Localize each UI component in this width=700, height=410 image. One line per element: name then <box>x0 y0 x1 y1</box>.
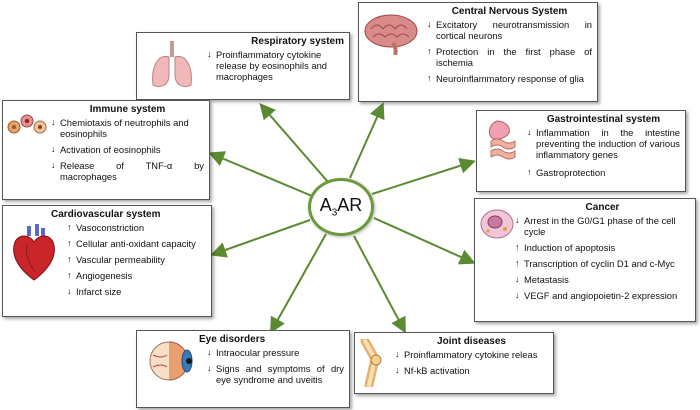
box-eye-disorders: Eye disorders ↓Intraocular pressure ↓Sig… <box>136 330 350 408</box>
arrow-to-respiratory <box>259 102 329 183</box>
direction-arrow: ↑ <box>427 73 432 83</box>
cardio-title: Cardiovascular system <box>51 209 161 220</box>
box-gastrointestinal-system: Gastrointestinal system ↓Inflammation in… <box>476 110 686 192</box>
list-item: ↓Proinflammatory cytokine release by eos… <box>207 49 328 82</box>
immune-effects-list: ↓Chemiotaxis of neutrophils and eosinoph… <box>51 117 204 182</box>
direction-arrow: ↓ <box>51 117 56 127</box>
list-item: ↓Activation of eosinophils <box>51 144 161 155</box>
cns-effects-list: ↓Excitatory neurotransmission in cortica… <box>427 19 592 84</box>
box-joint-diseases: Joint diseases ↓Proinflammatory cytokine… <box>354 332 554 394</box>
arrow-to-immune <box>208 151 313 197</box>
list-item: ↓Release of TNF-α by macrophages <box>51 160 204 182</box>
arrow-to-cancer <box>373 217 476 265</box>
box-respiratory-system: Respiratory system ↓Proinflammatory cyto… <box>136 32 350 100</box>
list-item: ↓Inflammation in the intestine preventin… <box>527 127 680 160</box>
list-item: ↑Angiogenesis <box>67 270 133 281</box>
list-item: ↑Neuroinflammatory response of glia <box>427 73 584 84</box>
arrow-to-eye <box>270 233 327 334</box>
lungs-icon <box>152 41 192 88</box>
respiratory-title: Respiratory system <box>251 36 344 47</box>
direction-arrow: ↓ <box>207 49 212 59</box>
direction-arrow: ↓ <box>395 349 400 359</box>
arrow-to-joint <box>353 235 406 334</box>
gastro-effects-list: ↓Inflammation in the intestine preventin… <box>527 127 680 178</box>
a3ar-receptor-node: A3AR <box>308 178 374 236</box>
direction-arrow: ↑ <box>527 167 532 177</box>
immune-title: Immune system <box>89 104 166 115</box>
direction-arrow: ↓ <box>515 274 520 284</box>
cns-title: Central Nervous System <box>451 6 568 17</box>
list-item: ↑Cellular anti-oxidant capacity <box>67 238 196 249</box>
direction-arrow: ↓ <box>51 160 56 170</box>
box-immune-system: Immune system ↓Chemiotaxis of neutrophil… <box>2 100 210 200</box>
brain-icon <box>364 14 418 55</box>
list-item: ↑Induction of apoptosis <box>515 242 616 253</box>
cell-icon <box>480 209 514 239</box>
direction-arrow: ↓ <box>207 347 212 357</box>
direction-arrow: ↑ <box>67 254 72 264</box>
direction-arrow: ↑ <box>67 238 72 248</box>
direction-arrow: ↑ <box>515 258 520 268</box>
box-cardiovascular-system: Cardiovascular system ↑Vasoconstriction … <box>2 205 212 317</box>
direction-arrow: ↓ <box>427 19 432 29</box>
eye-icon <box>149 341 193 381</box>
knee-joint-icon <box>360 339 382 387</box>
direction-arrow: ↓ <box>527 127 532 137</box>
list-item: ↑Gastroprotection <box>527 167 606 178</box>
list-item: ↓Proinflammatory cytokine releas <box>395 349 538 360</box>
list-item: ↓Excitatory neurotransmission in cortica… <box>427 19 592 41</box>
direction-arrow: ↓ <box>207 363 212 373</box>
direction-arrow: ↑ <box>67 222 72 232</box>
list-item: ↓Arrest in the G0/G1 phase of the cell c… <box>515 215 676 237</box>
eye-effects-list: ↓Intraocular pressure ↓Signs and symptom… <box>207 347 344 385</box>
list-item: ↑Vascular permeability <box>67 254 165 265</box>
respiratory-effects-list: ↓Proinflammatory cytokine release by eos… <box>207 49 344 82</box>
list-item: ↓Intraocular pressure <box>207 347 300 358</box>
center-label: A3AR <box>319 195 363 219</box>
list-item: ↑Protection in the first phase of ischem… <box>427 46 592 68</box>
list-item: ↓Signs and symptoms of dry eye syndrome … <box>207 363 344 385</box>
eye-title: Eye disorders <box>199 334 266 345</box>
cancer-title: Cancer <box>585 202 620 213</box>
list-item: ↓Metastasis <box>515 274 569 285</box>
gastro-title: Gastrointestinal system <box>546 114 661 125</box>
cardio-effects-list: ↑Vasoconstriction ↑Cellular anti-oxidant… <box>67 222 206 297</box>
cancer-effects-list: ↓Arrest in the G0/G1 phase of the cell c… <box>515 215 690 301</box>
list-item: ↓VEGF and angiopoietin-2 expression <box>515 290 678 301</box>
arrow-to-cns <box>349 102 385 179</box>
direction-arrow: ↓ <box>67 286 72 296</box>
immune-cells-icon <box>7 114 47 134</box>
direction-arrow: ↑ <box>427 46 432 56</box>
joint-effects-list: ↓Proinflammatory cytokine releas ↓Nf-kB … <box>395 349 548 376</box>
list-item: ↓Nf-kB activation <box>395 365 470 376</box>
box-cancer: Cancer ↓Arrest in the G0/G1 phase of the… <box>474 198 696 322</box>
list-item: ↑Vasoconstriction <box>67 222 145 233</box>
direction-arrow: ↓ <box>51 144 56 154</box>
direction-arrow: ↓ <box>395 365 400 375</box>
direction-arrow: ↑ <box>67 270 72 280</box>
direction-arrow: ↓ <box>515 290 520 300</box>
direction-arrow: ↓ <box>515 215 520 225</box>
list-item: ↓Infarct size <box>67 286 122 297</box>
joint-title: Joint diseases <box>437 336 506 347</box>
list-item: ↑Transcription of cyclin D1 and c-Myc <box>515 258 675 269</box>
arrow-to-gastro <box>371 158 476 195</box>
list-item: ↓Chemiotaxis of neutrophils and eosinoph… <box>51 117 189 139</box>
heart-icon <box>13 224 55 281</box>
stomach-icon <box>488 120 516 160</box>
direction-arrow: ↑ <box>515 242 520 252</box>
arrow-to-cardio <box>210 219 311 258</box>
box-central-nervous-system: Central Nervous System ↓Excitatory neuro… <box>358 2 598 102</box>
